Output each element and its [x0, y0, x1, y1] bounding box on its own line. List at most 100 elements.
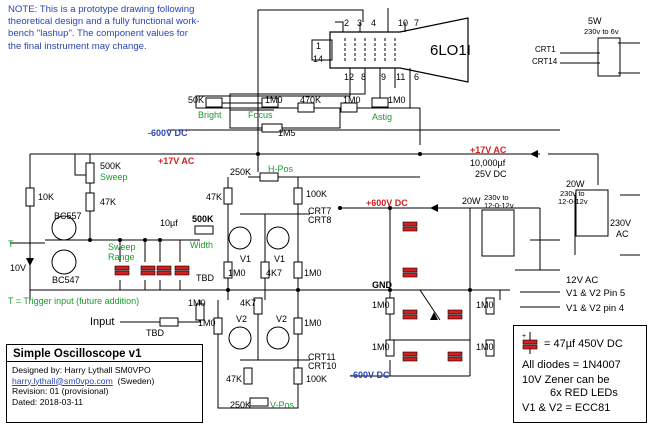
- prototype-note: NOTE: This is a prototype drawing follow…: [8, 4, 200, 52]
- tube-pin-14: 14: [313, 54, 323, 64]
- label-47k-sweep: 47K: [100, 197, 116, 207]
- resistor-4k7b: [253, 297, 263, 315]
- label-sweep-range-1: Sweep: [108, 242, 136, 252]
- label-crt11: CRT11: [308, 352, 336, 362]
- transistor-bc547: [51, 249, 77, 275]
- tube-pin-7: 7: [414, 18, 419, 28]
- tube-v1b: [266, 226, 290, 250]
- label-10k: 10K: [38, 192, 54, 202]
- active-devices: [51, 37, 621, 350]
- label-pin5: V1 & V2 Pin 5: [566, 288, 625, 299]
- legend-zener-1: 10V Zener can be: [522, 374, 610, 386]
- email-link[interactable]: harry.lythall@sm0vpo.com: [12, 375, 113, 386]
- label-12vac: 12V AC: [566, 275, 598, 286]
- resistor-1m0-in: [195, 303, 205, 321]
- date: Dated: 2018-03-11: [12, 396, 84, 407]
- label-1m0-v1b: 1M0: [304, 268, 322, 278]
- label-crt14: CRT14: [532, 57, 558, 66]
- designed-by: Designed by: Harry Lythall SM0VPO: [12, 365, 151, 375]
- label-t-in: T: [8, 239, 14, 249]
- label-neg600-top: -600V DC: [148, 128, 188, 138]
- resistor-1m0-a: [340, 102, 358, 113]
- zener-10v: [26, 258, 34, 266]
- legend-zener-2: 6x RED LEDs: [550, 387, 618, 399]
- crt-tube-outline: [329, 17, 469, 83]
- labels: 6LO1I 2 3 4 10 7 12 8 9 11 6 1 14 50K Br…: [8, 16, 631, 410]
- label-1m0-focus: 1M0: [265, 95, 283, 105]
- resistors: [25, 97, 495, 407]
- label-20w-a-sub1: 230v to: [484, 193, 509, 202]
- label-1m0-d3: 1M0: [476, 300, 494, 310]
- label-1m0-d4: 1M0: [476, 342, 494, 352]
- capacitor-symbol-icon: +: [522, 332, 538, 354]
- tube-pin-8: 8: [361, 72, 366, 82]
- label-plus600: +600V DC: [366, 198, 408, 208]
- transistor-bc557: [51, 215, 77, 241]
- label-230v: 230V: [610, 218, 631, 228]
- capacitor-7: [140, 265, 156, 276]
- label-crt1: CRT1: [535, 45, 556, 54]
- revision: Revision: 01 (provisional): [12, 386, 109, 397]
- resistor-1m5: [261, 123, 283, 133]
- label-1m0-d1: 1M0: [372, 300, 390, 310]
- junction-dots: [88, 152, 472, 292]
- label-4k7b: 4K7: [240, 298, 256, 308]
- label-v2b: V2: [276, 314, 287, 324]
- electrolytic-capacitors: [114, 221, 463, 362]
- label-100k-h: 100K: [306, 189, 327, 199]
- tube-pin-9: 9: [381, 72, 386, 82]
- label-bright: Bright: [198, 110, 222, 120]
- label-1m0-d2: 1M0: [372, 342, 390, 352]
- resistor-1m0-v1b: [293, 261, 303, 279]
- label-25v: 25V DC: [475, 169, 507, 179]
- resistor-sweep: [85, 162, 95, 184]
- label-20w-b: 20W: [566, 179, 585, 189]
- resistor-bright: [205, 97, 223, 108]
- label-4k7a: 4K7: [266, 268, 282, 278]
- transformer-20w-a: [481, 209, 515, 257]
- capacitor-4: [402, 351, 418, 362]
- tube-v2a: [228, 326, 252, 350]
- tube-pin-10: 10: [398, 18, 408, 28]
- resistor-astig: [371, 97, 389, 108]
- resistor-47k-h: [223, 187, 233, 205]
- transformer-20w-b: [575, 189, 609, 237]
- label-crt8: CRT8: [308, 215, 331, 225]
- tube-pin-2: 2: [344, 18, 349, 28]
- label-focus: Focus: [248, 110, 273, 120]
- diode-600v: [430, 204, 438, 212]
- resistor-width: [194, 225, 214, 235]
- label-plus17-b: +17V AC: [470, 145, 507, 155]
- resistor-1m0-v2a: [213, 317, 223, 335]
- label-sweep: Sweep: [100, 172, 128, 182]
- resistor-250k-h: [259, 172, 279, 182]
- label-50k: 50K: [188, 95, 204, 105]
- label-20w-a: 20W: [462, 196, 481, 206]
- label-gnd: GND: [372, 280, 393, 290]
- svg-text:+: +: [522, 333, 526, 340]
- crt-base: [311, 39, 333, 61]
- capacitor-8: [114, 265, 130, 276]
- resistor-1m0-d3: [485, 297, 495, 315]
- label-1m0-v2a: 1M0: [198, 318, 216, 328]
- resistor-4k7a: [260, 261, 270, 279]
- resistor-47k-v: [243, 367, 253, 385]
- resistor-1m0-v1a: [223, 261, 233, 279]
- label-500k-sweep: 500K: [100, 161, 121, 171]
- legend-cap: = 47µf 450V DC: [544, 338, 623, 350]
- tube-pin-6: 6: [414, 72, 419, 82]
- label-crt10: CRT10: [308, 361, 336, 371]
- resistor-1m0-d4: [485, 339, 495, 357]
- legend-diodes: All diodes = 1N4007: [522, 359, 621, 371]
- label-neg600-bot: -600V DC: [350, 370, 390, 380]
- resistor-100k-v: [293, 367, 303, 385]
- label-trigger-note: T = Trigger input (future addition): [8, 296, 139, 306]
- label-cap10000: 10,000µf: [470, 158, 506, 168]
- capacitor-6: [447, 351, 463, 362]
- label-ac: AC: [616, 229, 629, 239]
- label-10v: 10V: [10, 263, 26, 273]
- contact-line: harry.lythall@sm0vpo.com (Sweden): [12, 376, 202, 387]
- label-20w-b-sub1: 230v to: [560, 189, 585, 198]
- resistor-100k-h: [293, 187, 303, 205]
